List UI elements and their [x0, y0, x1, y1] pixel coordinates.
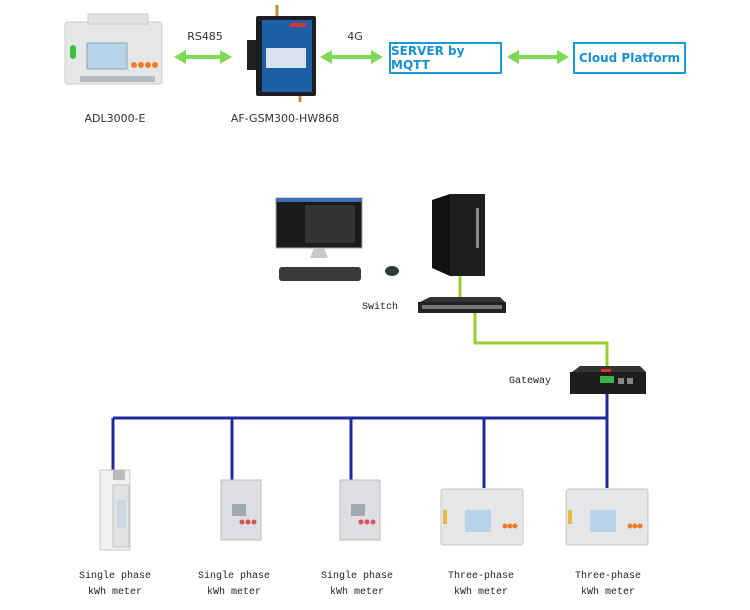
arrow-4g [320, 50, 383, 64]
meter-3-type: Single phase [320, 571, 393, 582]
meter-2-label: Single phase kWh meter [189, 569, 279, 601]
rs485-label: RS485 [187, 30, 223, 43]
gateway-label: Gateway [508, 376, 551, 387]
single-phase-meter-3-image [339, 479, 381, 541]
meter-5-unit: kWh meter [580, 587, 635, 598]
server-mqtt-box: SERVER by MQTT [389, 42, 502, 74]
adl3000-meter-image [64, 13, 163, 85]
tower-pc-image [432, 194, 485, 276]
meter-1-type: Single phase [78, 571, 151, 582]
switch-image [418, 297, 506, 313]
single-phase-meter-1-image [99, 469, 131, 551]
arrow-cloud [507, 50, 569, 64]
gsm-module-image [247, 5, 316, 102]
4g-label: 4G [347, 30, 363, 43]
three-phase-meter-1-image [440, 488, 524, 546]
meter-5-type: Three-phase [574, 571, 641, 582]
arrow-rs485 [174, 50, 232, 64]
meter-2-type: Single phase [197, 571, 270, 582]
gateway-image [570, 366, 646, 394]
rs485-bus-main [113, 393, 609, 420]
meter-4-type: Three-phase [447, 571, 514, 582]
meter-5-label: Three-phase kWh meter [563, 569, 653, 601]
three-phase-meter-2-image [565, 488, 649, 546]
meter-4-unit: kWh meter [453, 587, 508, 598]
meter-1-label: Single phase kWh meter [70, 569, 160, 601]
switch-to-gateway-cable [473, 312, 609, 368]
gsm-label: AF-GSM300-HW868 [230, 112, 340, 125]
meter-1-unit: kWh meter [87, 587, 142, 598]
adl3000-label: ADL3000-E [84, 112, 146, 125]
switch-label: Switch [361, 302, 398, 313]
monitor-image [275, 197, 399, 281]
meter-3-label: Single phase kWh meter [312, 569, 402, 601]
meter-2-unit: kWh meter [206, 587, 261, 598]
meter-3-unit: kWh meter [329, 587, 384, 598]
meter-4-label: Three-phase kWh meter [436, 569, 526, 601]
cloud-platform-box: Cloud Platform [573, 42, 686, 74]
single-phase-meter-2-image [220, 479, 262, 541]
